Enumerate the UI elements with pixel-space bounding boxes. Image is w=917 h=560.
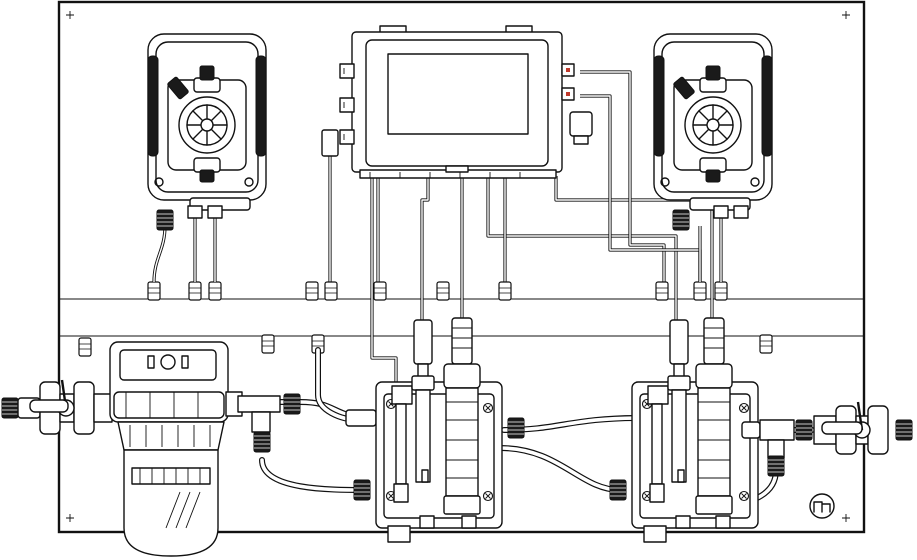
corner-screw-icon — [66, 514, 74, 522]
inlet-ball-valve — [1, 379, 113, 435]
mounting-screw-icon — [482, 402, 494, 414]
cable-gland-icon — [305, 281, 319, 301]
sample-inlet-knob-icon — [353, 479, 371, 501]
corner-screw-icon — [66, 11, 74, 19]
cable-gland-icon — [436, 281, 450, 301]
sample-inlet-knob-icon — [609, 479, 627, 501]
pump-connector-knob-icon — [672, 209, 690, 231]
cable-gland-icon — [655, 281, 669, 301]
cable-gland-icon — [208, 281, 222, 301]
status-led-icon — [566, 68, 570, 72]
pump-cables — [152, 210, 723, 283]
cable-gland-icon — [759, 334, 773, 354]
controller-wiring — [328, 70, 714, 395]
hose-fitting-icon — [767, 455, 785, 477]
corner-screw-icon — [842, 514, 850, 522]
cable-gland-icon — [498, 281, 512, 301]
hose-fitting-icon — [1, 397, 19, 419]
hose-fitting-icon — [895, 419, 913, 441]
hose-fitting-icon — [795, 419, 813, 441]
right-dosing-pump — [653, 33, 773, 231]
cable-gland-icon — [324, 281, 338, 301]
outlet-ball-valve — [741, 401, 913, 477]
left-dosing-pump — [147, 33, 267, 231]
water-filter — [109, 341, 243, 557]
cable-gland-icon — [373, 281, 387, 301]
cable-gland-icon — [188, 281, 202, 301]
cable-gland-icon — [714, 281, 728, 301]
right-probe-holder — [507, 317, 759, 543]
hose-fitting-icon — [283, 393, 301, 415]
cable-gland-icon — [147, 281, 161, 301]
brand-logo — [809, 493, 835, 519]
hose-fitting-icon — [253, 431, 271, 453]
pump-connector-knob-icon — [156, 209, 174, 231]
controller-unit — [321, 25, 593, 179]
status-led-icon — [566, 92, 570, 96]
cable-gland-icon — [78, 337, 92, 357]
corner-screw-icon — [842, 11, 850, 19]
cable-gland-icon — [261, 334, 275, 354]
mounting-screw-icon — [738, 402, 750, 414]
sample-outlet-knob-icon — [507, 417, 525, 439]
mounting-screw-icon — [482, 490, 494, 502]
cable-gland-icon — [693, 281, 707, 301]
filter-outlet-tee — [237, 393, 377, 453]
left-probe-holder — [353, 317, 503, 543]
mounting-screw-icon — [738, 490, 750, 502]
